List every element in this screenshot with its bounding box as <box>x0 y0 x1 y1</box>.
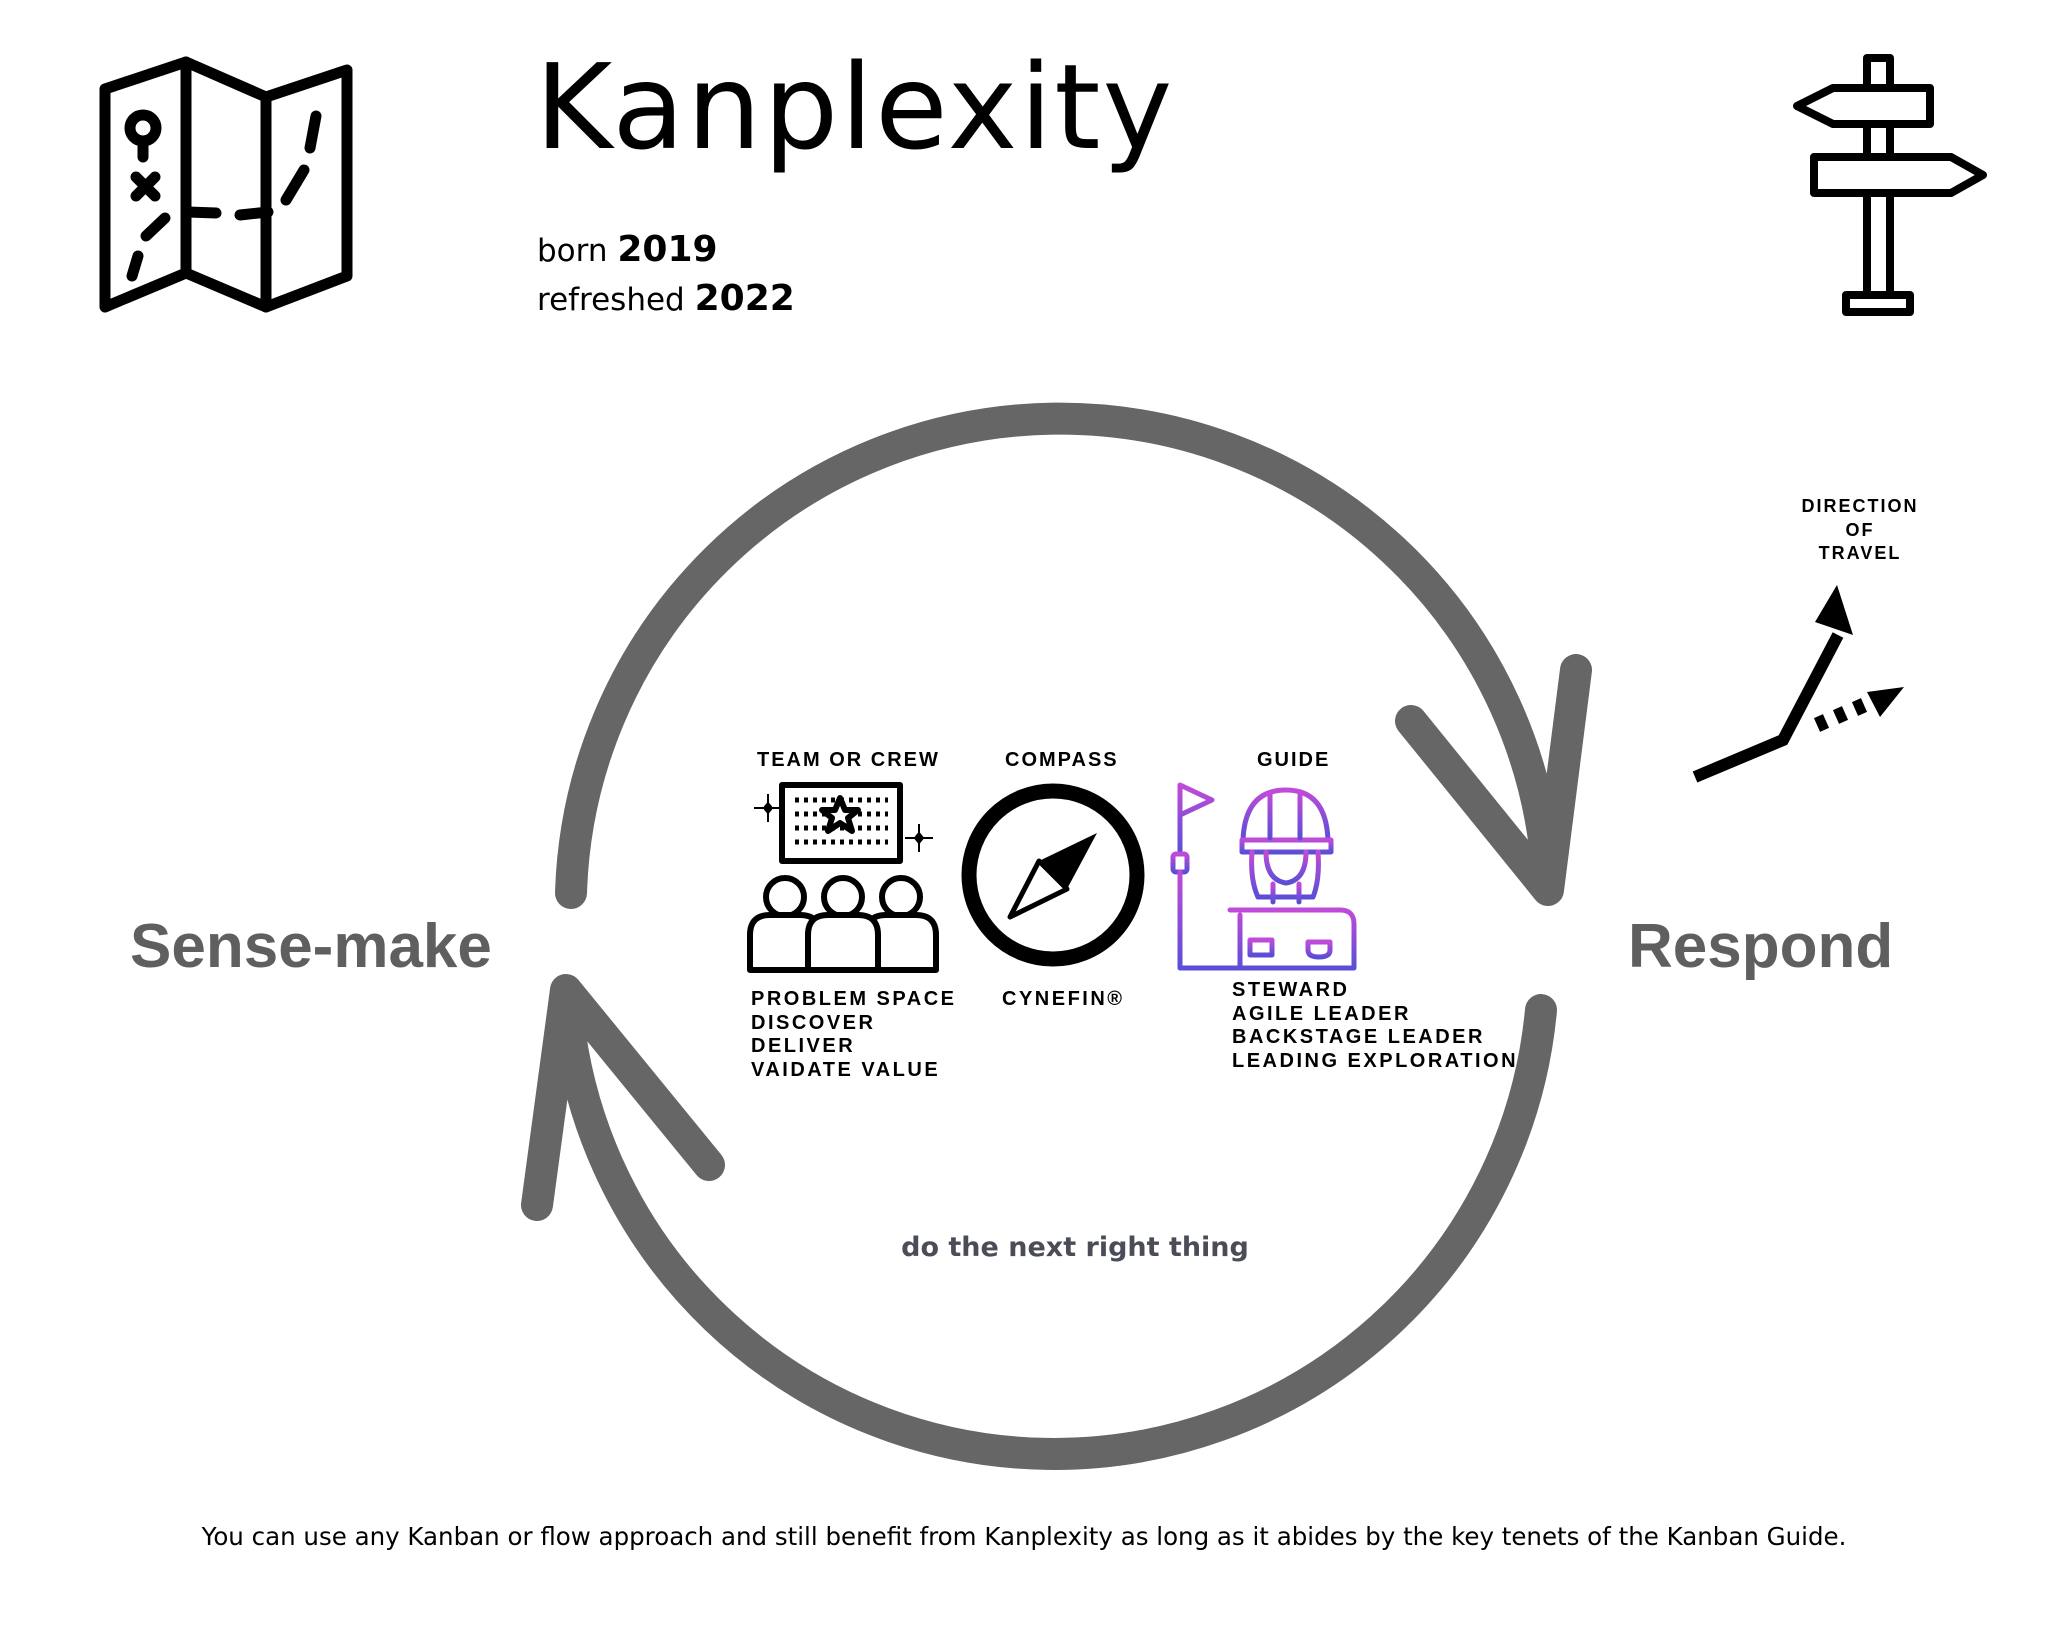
compass-items: CYNEFIN® <box>1002 988 1125 1012</box>
team-icon <box>747 782 939 973</box>
born-label: born <box>537 233 608 269</box>
page-title: Kanplexity <box>535 38 1175 176</box>
sense-make-label: Sense-make <box>130 912 492 981</box>
signpost-icon <box>1793 54 1987 316</box>
team-item: DELIVER <box>751 1035 856 1057</box>
direction-of-travel-label: DIRECTION OF TRAVEL <box>1770 495 1950 566</box>
born-year: 2019 <box>617 229 718 270</box>
compass-item: CYNEFIN® <box>1002 988 1125 1010</box>
cycle-arrows <box>521 402 1592 1470</box>
compass-icon <box>961 783 1145 967</box>
direction-line: OF <box>1845 519 1875 540</box>
direction-line: TRAVEL <box>1818 543 1902 563</box>
refreshed-line: refreshed 2022 <box>537 281 795 317</box>
guide-items: STEWARD AGILE LEADER BACKSTAGE LEADER LE… <box>1232 979 1518 1073</box>
top-cycle-arc <box>555 402 1564 909</box>
guide-icon <box>1170 782 1357 971</box>
compass-header: COMPASS <box>1005 749 1119 771</box>
team-header: TEAM OR CREW <box>757 749 940 771</box>
footer-note: You can use any Kanban or flow approach … <box>201 1522 1847 1551</box>
bottom-cycle-arc <box>550 979 1557 1470</box>
team-item: PROBLEM SPACE <box>751 988 957 1010</box>
team-items: PROBLEM SPACE DISCOVER DELIVER VAIDATE V… <box>751 988 956 1082</box>
born-line: born 2019 <box>537 232 718 268</box>
guide-item: STEWARD <box>1232 979 1350 1001</box>
refreshed-label: refreshed <box>537 282 685 318</box>
direction-line: DIRECTION <box>1801 496 1919 516</box>
guide-item: LEADING EXPLORATION <box>1232 1049 1519 1072</box>
cycle-caption: do the next right thing <box>901 1232 1249 1263</box>
guide-item: AGILE LEADER <box>1232 1002 1411 1025</box>
respond-label: Respond <box>1628 912 1894 981</box>
guide-header: GUIDE <box>1257 749 1331 771</box>
refreshed-year: 2022 <box>694 278 795 319</box>
bottom-cycle-arrowhead <box>521 974 725 1221</box>
direction-arrow-icon <box>1692 585 1904 783</box>
top-cycle-arrowhead <box>1395 654 1592 906</box>
guide-item: BACKSTAGE LEADER <box>1232 1026 1485 1048</box>
map-icon <box>99 56 353 313</box>
dotted-arrow <box>1813 698 1868 732</box>
team-item: DISCOVER <box>751 1011 876 1034</box>
team-item: VAIDATE VALUE <box>751 1058 941 1081</box>
